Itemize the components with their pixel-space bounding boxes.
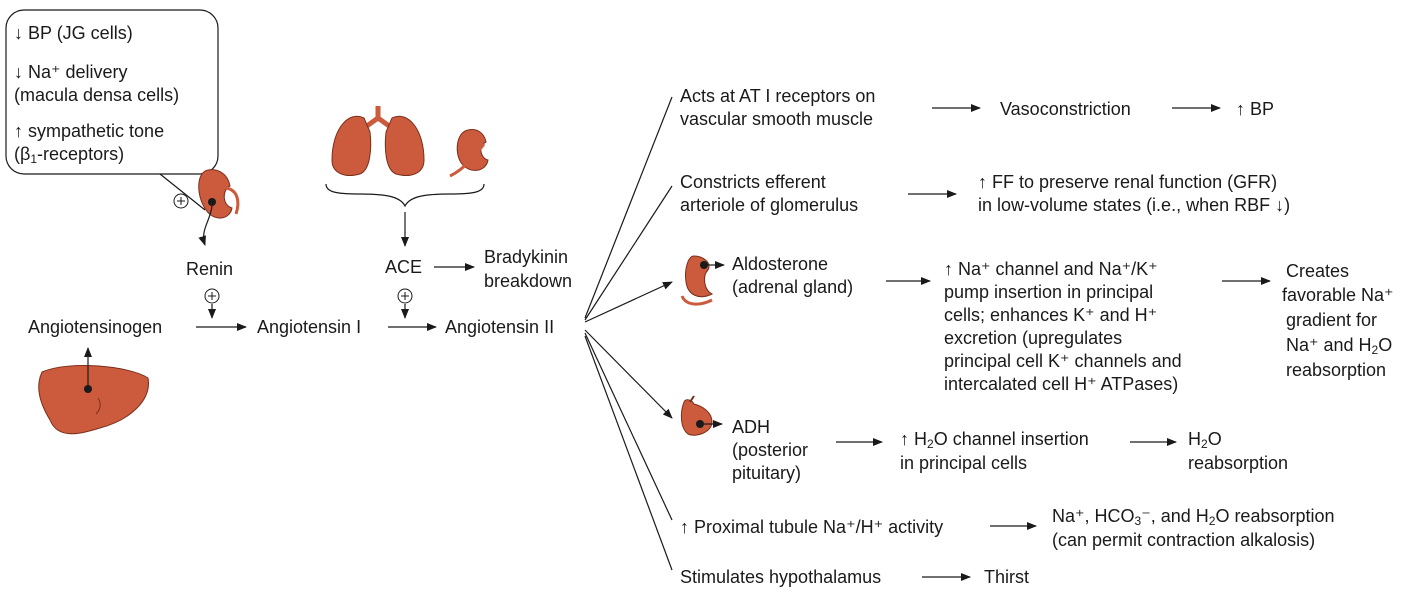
h2o-reabs-line2: reabsorption [1188, 453, 1289, 473]
trigger-beta1-receptors: (β1-receptors) [14, 144, 125, 166]
h2o-channel-line2: in principal cells [900, 453, 1028, 473]
kidney-icon [198, 169, 240, 219]
gradient-line2: favorable Na⁺ [1282, 285, 1394, 305]
angiotensin1-label: Angiotensin I [257, 317, 362, 337]
ff-label: ↑ FF to preserve renal function (GFR) in… [978, 172, 1291, 215]
angiotensinogen-label: Angiotensinogen [28, 317, 163, 337]
trigger-macula-densa: (macula densa cells) [14, 85, 180, 105]
gradient-line1: Creates [1286, 261, 1350, 281]
plus-circle-icon [397, 288, 413, 304]
kidney-to-renin-arrow [198, 205, 213, 246]
plus-circle-icon [173, 193, 189, 209]
h2o-reabs-line1: H2O [1188, 429, 1222, 451]
lungs-icon [331, 106, 425, 176]
h2o-channel-line1: ↑ H2O channel insertion [900, 429, 1089, 451]
aldosterone-label: Aldosterone (adrenal gland) [732, 254, 854, 297]
adh-label: ADH (posterior pituitary) [732, 417, 809, 483]
angiotensin2-label: Angiotensin II [445, 317, 555, 337]
hco3-line2: (can permit contraction alkalosis) [1052, 530, 1316, 550]
adrenal-gland-icon [680, 255, 714, 306]
na-channel-label: ↑ Na⁺ channel and Na⁺/K⁺ pump insertion … [944, 259, 1182, 394]
bradykinin-label: Bradykinin breakdown [484, 247, 573, 291]
pituitary-icon [680, 395, 713, 436]
vasoconstriction-label: Vasoconstriction [1000, 99, 1131, 119]
trigger-box [5, 9, 219, 175]
trigger-bp: ↓ BP (JG cells) [14, 23, 133, 43]
efferent-arteriole-label: Constricts efferent arteriole of glomeru… [680, 172, 859, 215]
angiotensin2-effect-lines [584, 96, 673, 571]
gradient-line3: gradient for [1286, 310, 1378, 330]
organs-brace [325, 183, 485, 208]
gradient-line5: reabsorption [1286, 360, 1387, 380]
plus-circle-icon [204, 288, 220, 304]
trigger-to-kidney-line [159, 173, 206, 211]
hco3-line1: Na⁺, HCO3⁻, and H2O reabsorption [1052, 506, 1335, 528]
thirst-label: Thirst [984, 567, 1029, 587]
gradient-line4: Na⁺ and H2O [1286, 335, 1393, 357]
trigger-sympathetic: ↑ sympathetic tone [14, 121, 165, 141]
trigger-na-delivery: ↓ Na⁺ delivery [14, 62, 128, 82]
kidney-icon [449, 129, 489, 178]
bp-up-label: ↑ BP [1236, 99, 1275, 119]
liver-icon [38, 364, 149, 435]
ace-label: ACE [385, 257, 423, 277]
proximal-tubule-label: ↑ Proximal tubule Na⁺/H⁺ activity [680, 517, 944, 537]
at1-receptors-label: Acts at AT I receptors on vascular smoot… [680, 86, 876, 129]
renin-label: Renin [186, 259, 234, 279]
hypothalamus-label: Stimulates hypothalamus [680, 567, 882, 587]
